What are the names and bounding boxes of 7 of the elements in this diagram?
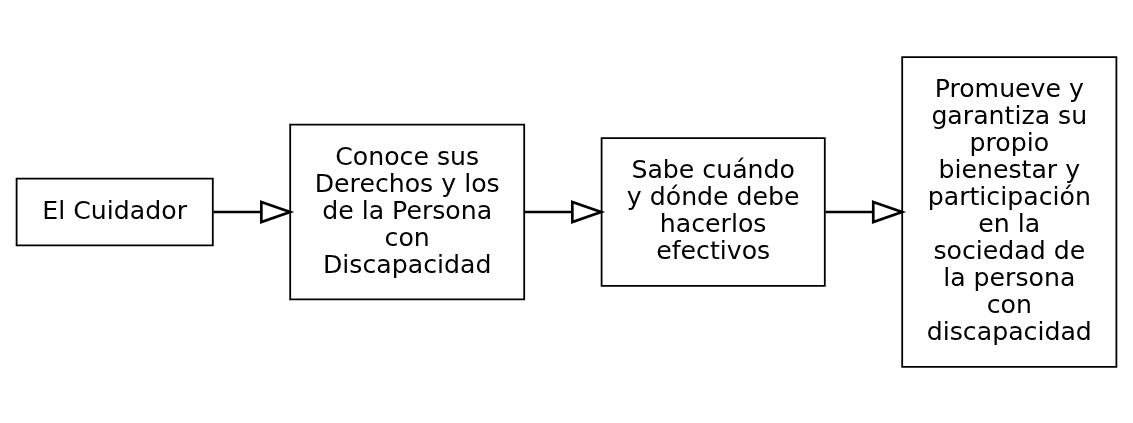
arrow (525, 199, 606, 224)
node-box: Promueve y garantiza su propio bienestar y participación en la sociedad de la persona con discapacidad (901, 55, 1118, 368)
node-box: El Cuidador (15, 177, 214, 246)
node-box: Conoce sus Derechos y los de la Persona con Discapacidad (289, 123, 526, 300)
node-box: Sabe cuándo y dónde debe hacerlos efectivos (600, 136, 826, 287)
arrow (213, 199, 295, 224)
arrow (825, 199, 907, 224)
